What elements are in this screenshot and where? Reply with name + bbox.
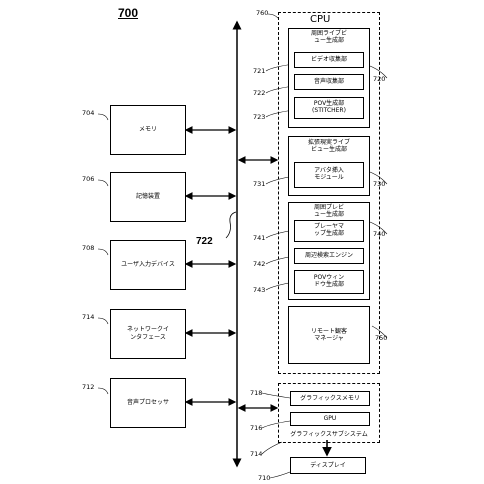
ref-leader-710 [269,471,291,479]
avatar-insert-label: アバタ挿入 モジュール [314,167,344,181]
ref-leader-712 [97,387,109,395]
storage-label: 記憶装置 [135,193,160,200]
gpu-label: GPU [323,415,337,422]
ar-live-view-title: 拡張現実ライブ ビュー生成部 [307,139,350,153]
ref-leader-760 [267,13,279,19]
network-ref: 714 [82,313,95,321]
memory-block: メモリ [110,105,186,155]
audio-proc-block: 音声プロセッサ [110,378,186,428]
ref-leader-714l [97,317,109,325]
ref-leader-714g [261,441,283,455]
video-collector-label: ビデオ収集部 [310,56,347,63]
pov-window-label: POVウィン ドウ生成部 [313,274,345,288]
display-block [290,457,366,474]
surround-preview-title: 周囲プレビ ュー生成部 [313,204,344,218]
bus-ref: 722 [196,236,213,247]
video-collector-block [294,52,364,68]
user-input-block: ユーザ入力デバイス [110,240,186,290]
graphics-subsystem-ref: 714 [250,450,263,458]
display-ref: 710 [258,474,271,482]
avatar-insert-block [294,162,364,188]
ref-leader-718 [261,392,291,399]
ar-live-view-ref: 730 [373,180,386,188]
surround-live-view-title: 周囲ライブビ ュー生成部 [310,30,347,44]
surround-search-block [294,248,364,264]
pov-stitcher-ref: 723 [253,113,266,121]
bus-leader [225,211,237,239]
cpu-title: CPU [310,14,331,25]
player-map-ref: 741 [253,234,266,242]
surround-search-ref: 742 [253,260,266,268]
memory-label: メモリ [138,126,157,133]
surround-search-label: 周辺検索エンジン [304,252,353,259]
graphics-memory-label: グラフィックスメモリ [300,395,360,402]
display-label: ディスプレイ [310,462,346,469]
pov-window-ref: 743 [253,286,266,294]
graphics-subsystem-title: グラフィックスサブシステム [290,431,368,438]
cpu-ref: 760 [256,9,269,17]
ref-leader-708 [97,248,109,256]
cpu-container [278,12,380,374]
user-input-label: ユーザ入力デバイス [121,261,175,268]
audio-proc-ref: 712 [82,383,95,391]
graphics-memory-ref: 718 [250,389,263,397]
ref-leader-716 [261,420,291,429]
player-map-label: プレーヤマ ップ生成部 [313,223,344,237]
audio-collector-block [294,74,364,90]
user-input-ref: 708 [82,244,95,252]
audio-proc-label: 音声プロセッサ [126,399,169,406]
remote-spectator-label: リモート観客 マネージャ [310,328,347,342]
memory-ref: 704 [82,109,95,117]
surround-live-view-ref: 720 [373,75,386,83]
pov-window-block [294,270,364,294]
network-label: ネットワークイ ンタフェース [126,326,169,341]
gpu-ref: 716 [250,424,263,432]
player-map-block [294,220,364,242]
ref-leader-706 [97,179,109,187]
video-collector-ref: 721 [253,67,266,75]
audio-collector-ref: 722 [253,89,266,97]
surround-preview-ref: 740 [373,230,386,238]
figure-number: 700 [118,6,139,20]
graphics-subsystem [278,383,380,443]
gpu-block [290,412,370,426]
remote-spectator-manager [288,306,370,364]
graphics-memory-block [290,391,370,406]
audio-collector-label: 音声収集部 [313,78,344,85]
avatar-insert-ref: 731 [253,180,266,188]
pov-stitcher-label: POV生成部 (STITCHER) [312,100,346,114]
ref-leader-704 [97,113,109,121]
pov-stitcher-block [294,97,364,119]
storage-ref: 706 [82,175,95,183]
storage-block: 記憶装置 [110,172,186,222]
remote-spectator-ref: 750 [375,334,388,342]
network-block: ネットワークイ ンタフェース [110,309,186,359]
